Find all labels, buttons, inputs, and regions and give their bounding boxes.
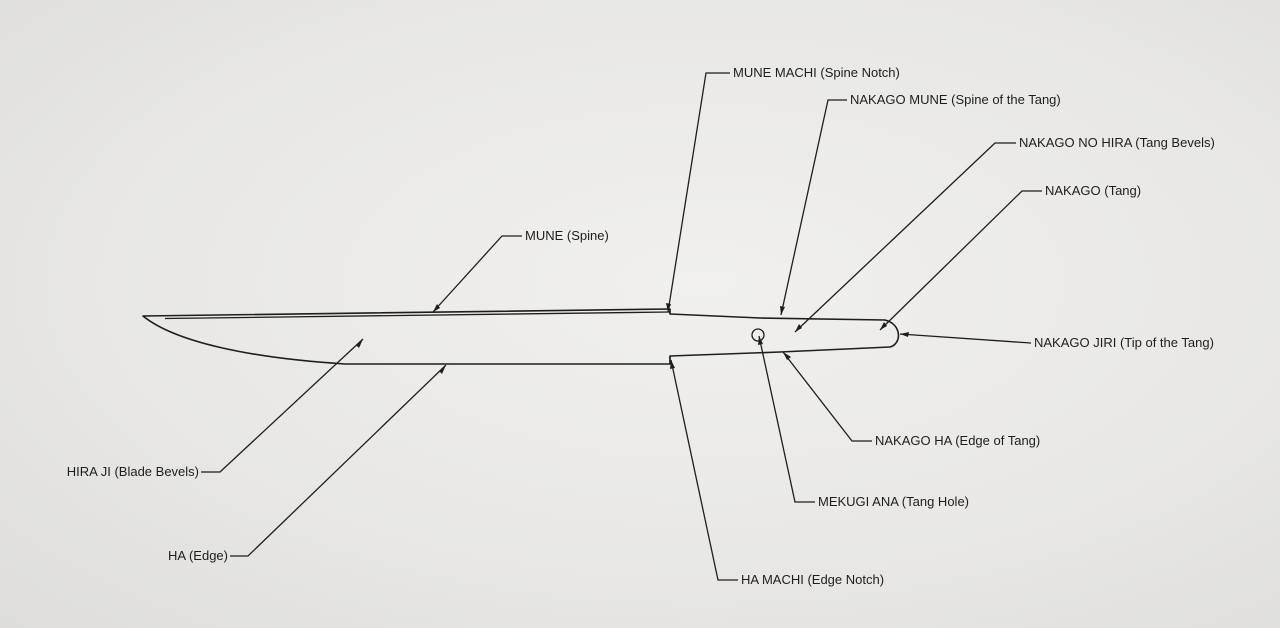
label-nakago-mune: NAKAGO MUNE (Spine of the Tang) [850, 92, 1061, 107]
blade-drawing [142, 308, 900, 365]
label-ha-machi: HA MACHI (Edge Notch) [741, 572, 884, 587]
leader-mekugi-ana [758, 335, 815, 503]
label-nakago-no-hira: NAKAGO NO HIRA (Tang Bevels) [1019, 135, 1215, 150]
leader-nakago-jiri [899, 333, 1032, 344]
arrowhead-ha-machi [670, 360, 675, 369]
arrowhead-nakago-no-hira [795, 324, 802, 332]
blade-spine-line [164, 311, 671, 320]
arrowhead-mune [433, 304, 440, 312]
leader-nakago-ha [782, 351, 872, 442]
arrowhead-mekugi-ana [758, 336, 763, 345]
arrowhead-mune-machi [666, 303, 671, 312]
leader-hira-ji [201, 338, 364, 473]
arrowhead-nakago-mune [780, 306, 785, 315]
label-mekugi-ana: MEKUGI ANA (Tang Hole) [818, 494, 969, 509]
arrowhead-nakago-jiri [900, 332, 909, 337]
leader-mune-machi [667, 72, 730, 313]
label-nakago: NAKAGO (Tang) [1045, 183, 1141, 198]
label-mune-machi: MUNE MACHI (Spine Notch) [733, 65, 900, 80]
label-nakago-ha: NAKAGO HA (Edge of Tang) [875, 433, 1040, 448]
arrowheads [356, 303, 909, 374]
leader-lines [201, 72, 1042, 581]
mekugi-ana-hole [751, 328, 765, 342]
leader-mune [432, 235, 522, 313]
label-ha: HA (Edge) [168, 548, 228, 563]
leader-nakago-no-hira [794, 142, 1016, 333]
arrowhead-nakago [880, 322, 887, 330]
arrowhead-hira-ji [356, 339, 363, 348]
leader-nakago [879, 190, 1042, 331]
label-hira-ji: HIRA JI (Blade Bevels) [67, 464, 199, 479]
label-nakago-jiri: NAKAGO JIRI (Tip of the Tang) [1034, 335, 1214, 350]
arrowhead-ha [439, 365, 446, 374]
leader-ha-machi [670, 359, 738, 581]
labels: MUNE MACHI (Spine Notch) NAKAGO MUNE (Sp… [67, 65, 1215, 587]
leader-nakago-mune [780, 99, 847, 316]
leader-ha [230, 364, 447, 557]
arrowhead-nakago-ha [783, 352, 791, 360]
label-mune: MUNE (Spine) [525, 228, 609, 243]
blade-outline [142, 308, 900, 365]
